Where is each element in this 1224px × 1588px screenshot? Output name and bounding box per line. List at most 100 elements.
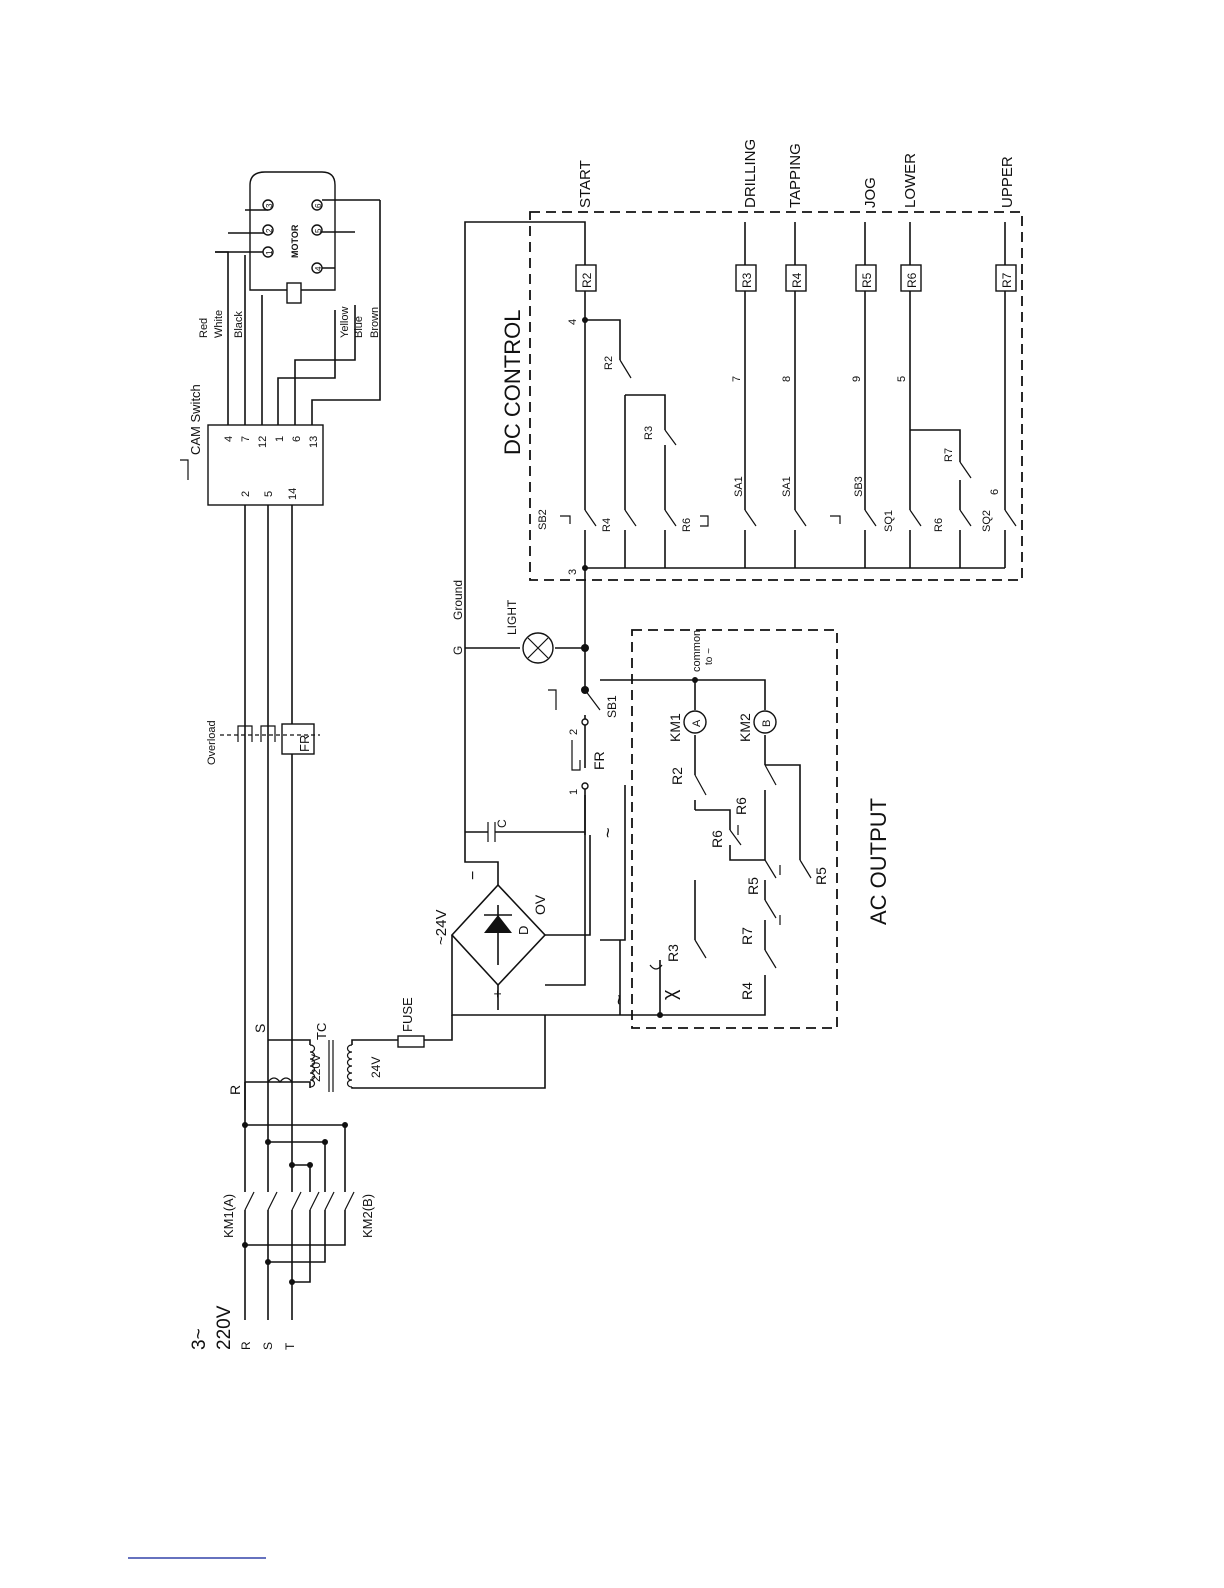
svg-text:R7: R7 (1000, 272, 1014, 288)
svg-text:LOWER: LOWER (902, 153, 919, 208)
motor-label: MOTOR (290, 224, 300, 258)
fuse-label: FUSE (400, 997, 415, 1032)
svg-text:4: 4 (314, 266, 323, 271)
cam-switch (180, 200, 381, 506)
svg-text:6: 6 (989, 489, 1001, 495)
ac-output-box (631, 629, 838, 1029)
svg-text:3: 3 (567, 569, 579, 575)
svg-text:KM1: KM1 (667, 713, 683, 742)
svg-text:R3: R3 (643, 426, 655, 440)
rectifier-ac: ~24V (433, 910, 450, 945)
svg-text:5: 5 (896, 376, 908, 382)
cam-top-terms: 4 7 12 1 6 13 (223, 436, 320, 448)
svg-text:B: B (761, 720, 773, 727)
svg-text:9: 9 (851, 376, 863, 382)
fr-box-label: FR (297, 735, 312, 752)
supply-labels: 3~ 220V R S T (189, 1305, 297, 1350)
supply-phase: 3~ (189, 1328, 210, 1350)
dc-contacts (560, 359, 1017, 527)
motor (215, 171, 380, 304)
tap-r: R (227, 1085, 243, 1095)
dc-contact-labels: SB2 R4 R6 SA1 SA1 SB3 SQ1 R6 SQ2 R2 R3 R… (537, 356, 993, 532)
svg-text:DRILLING: DRILLING (742, 139, 759, 208)
wire-colors: Red White Black Yellow Blue Brown (198, 307, 381, 338)
svg-text:TAPPING: TAPPING (787, 143, 804, 208)
svg-text:R4: R4 (790, 272, 804, 288)
svg-text:1: 1 (274, 436, 286, 442)
svg-text:UPPER: UPPER (999, 156, 1016, 208)
cam-bottom-terms: 2 5 14 (240, 488, 299, 500)
svg-text:12: 12 (257, 436, 269, 448)
rect-ov: OV (532, 894, 548, 915)
supply-line-r: R (239, 1341, 253, 1350)
km1-label: KM1(A) (221, 1194, 236, 1238)
svg-text:R2: R2 (580, 272, 594, 288)
supply-line-t: T (283, 1342, 297, 1350)
svg-text:7: 7 (240, 436, 252, 442)
svg-text:2: 2 (240, 491, 252, 497)
ground-label: Ground (451, 580, 465, 620)
tc-primary: 220V (309, 1054, 323, 1082)
svg-text:R5: R5 (745, 877, 761, 895)
ac-tilde: ~ (609, 994, 629, 1005)
rectifier-bridge (450, 221, 626, 1016)
rect-minus: − (465, 871, 482, 880)
tc-label: TC (314, 1023, 329, 1040)
svg-text:White: White (213, 310, 225, 338)
fr-term-2: 2 (568, 729, 580, 735)
svg-text:6: 6 (314, 203, 323, 208)
dc-relay-coils: R2 R3 R4 R5 R6 R7 (575, 264, 1017, 292)
cam-switch-label: CAM Switch (188, 384, 203, 455)
three-phase-lines (242, 505, 355, 1320)
transformer-tc (244, 1015, 546, 1110)
svg-text:R6: R6 (905, 272, 919, 288)
motor-terms: 1 2 3 4 5 6 (265, 203, 323, 271)
ac-contact-labels: R2 R6 R6 R5 R5 R3 R7 R4 (665, 767, 829, 1000)
ground-capacitor-light (465, 568, 601, 842)
ac-rungs (600, 677, 801, 1018)
svg-text:7: 7 (731, 376, 743, 382)
svg-text:SA1: SA1 (781, 476, 793, 497)
light-label: LIGHT (505, 599, 519, 635)
overload-label: Overload (206, 720, 218, 765)
tap-s: S (252, 1024, 268, 1033)
svg-text:JOG: JOG (862, 177, 879, 208)
dc-control-title: DC CONTROL (500, 310, 525, 455)
svg-text:R2: R2 (603, 356, 615, 370)
rect-plus: + (489, 990, 505, 998)
diode-label: D (516, 926, 531, 935)
ac-x-mark: χ (659, 989, 681, 1000)
svg-text:R7: R7 (943, 448, 955, 462)
svg-text:A: A (691, 719, 703, 727)
svg-text:Blue: Blue (353, 316, 365, 338)
svg-text:5: 5 (314, 228, 323, 233)
svg-text:3: 3 (265, 203, 274, 208)
km2-label: KM2(B) (360, 1194, 375, 1238)
svg-text:8: 8 (781, 376, 793, 382)
fr-contact-label: FR (591, 751, 607, 770)
svg-text:1: 1 (265, 250, 274, 255)
svg-text:R2: R2 (669, 767, 685, 785)
svg-text:Red: Red (198, 318, 210, 338)
ac-common: common (691, 630, 703, 672)
sb1-label: SB1 (605, 695, 619, 718)
ac-coils (683, 710, 777, 734)
ac-common-sub: to ~ (704, 648, 715, 665)
svg-text:5: 5 (263, 491, 275, 497)
fr-term-1: 1 (568, 789, 580, 795)
svg-text:Brown: Brown (369, 307, 381, 338)
supply-line-s: S (261, 1342, 275, 1350)
ac-output-title: AC OUTPUT (866, 798, 891, 925)
svg-text:R6: R6 (933, 518, 945, 532)
svg-text:R6: R6 (709, 830, 725, 848)
svg-text:2: 2 (265, 228, 274, 233)
dc-control-box (529, 211, 1023, 581)
svg-text:4: 4 (567, 319, 579, 325)
svg-text:KM2: KM2 (737, 713, 753, 742)
svg-text:R5: R5 (860, 272, 874, 288)
tilde-1: ~ (598, 827, 618, 838)
overload-relay (220, 723, 320, 755)
svg-text:SA1: SA1 (733, 476, 745, 497)
